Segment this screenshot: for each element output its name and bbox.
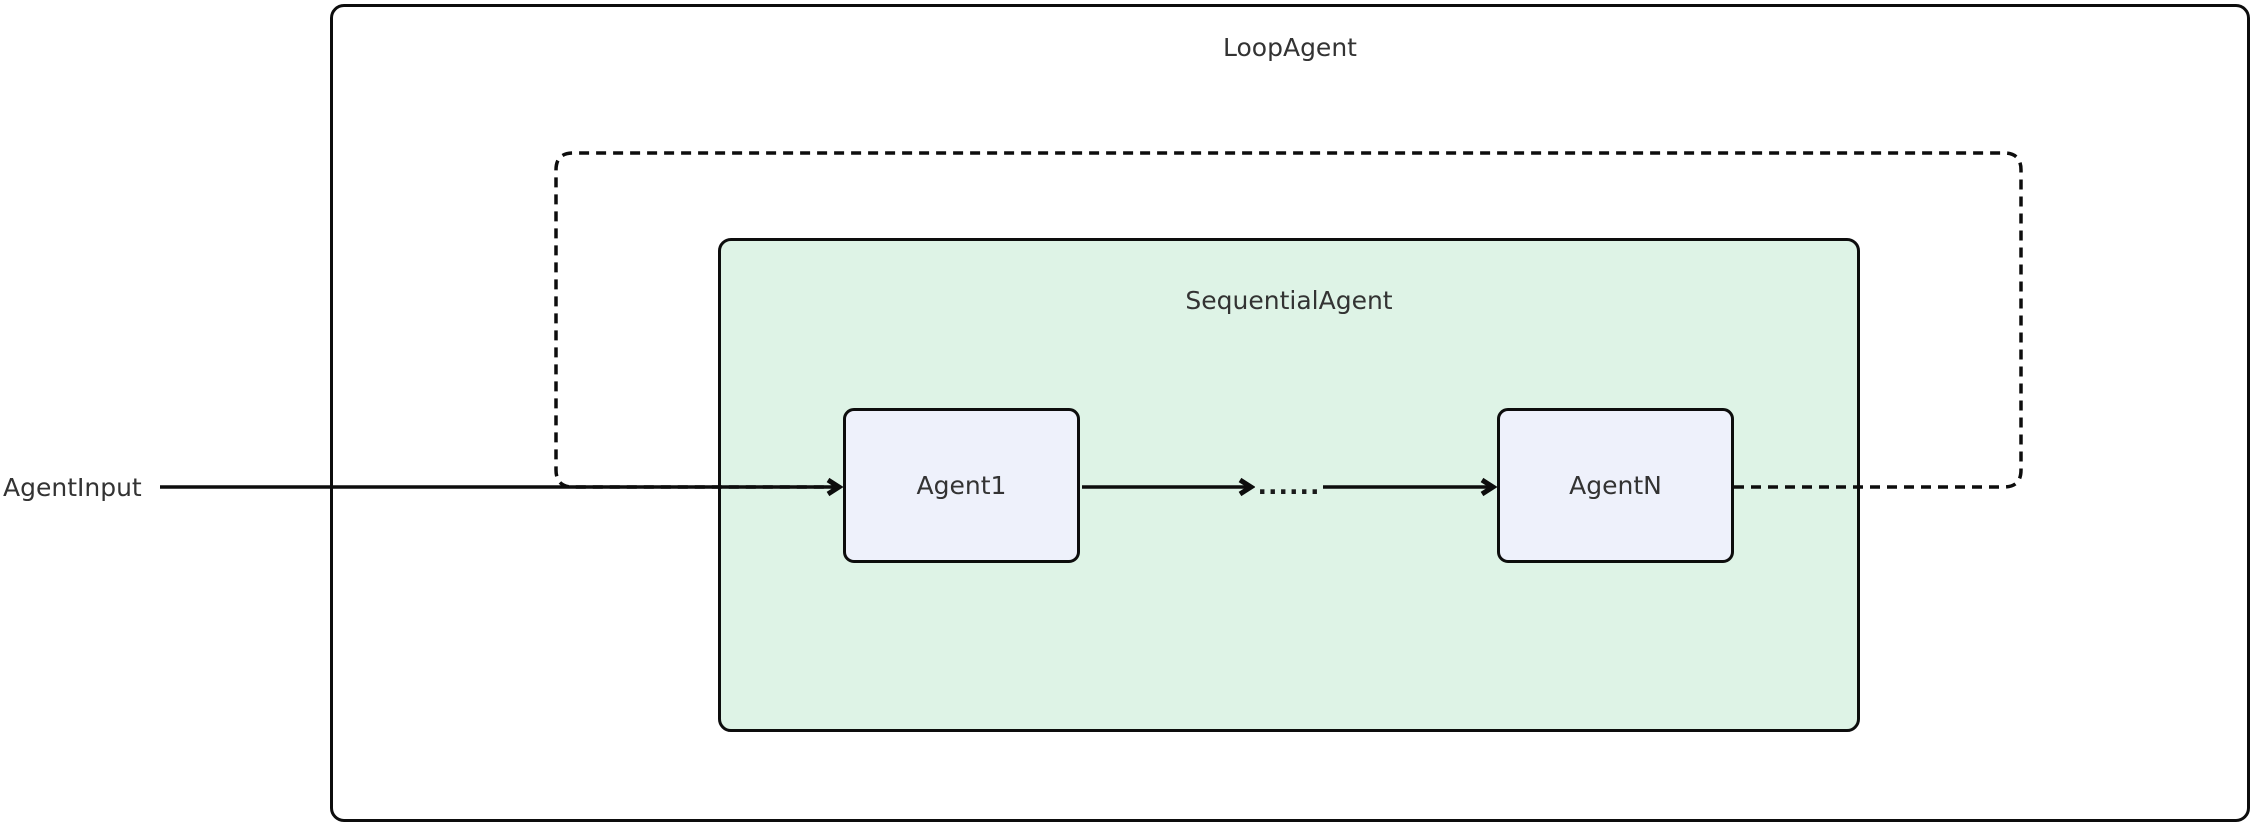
agent-input-label: AgentInput xyxy=(3,473,142,502)
node-agentN-label: AgentN xyxy=(1569,471,1662,500)
ellipsis-edge-label: ...... xyxy=(1257,471,1321,500)
sequential-agent-label: SequentialAgent xyxy=(1185,286,1393,315)
node-agent1-label: Agent1 xyxy=(916,471,1007,500)
node-agentN: AgentN xyxy=(1497,408,1734,563)
node-agent1: Agent1 xyxy=(843,408,1080,563)
loop-agent-label: LoopAgent xyxy=(1223,33,1357,62)
